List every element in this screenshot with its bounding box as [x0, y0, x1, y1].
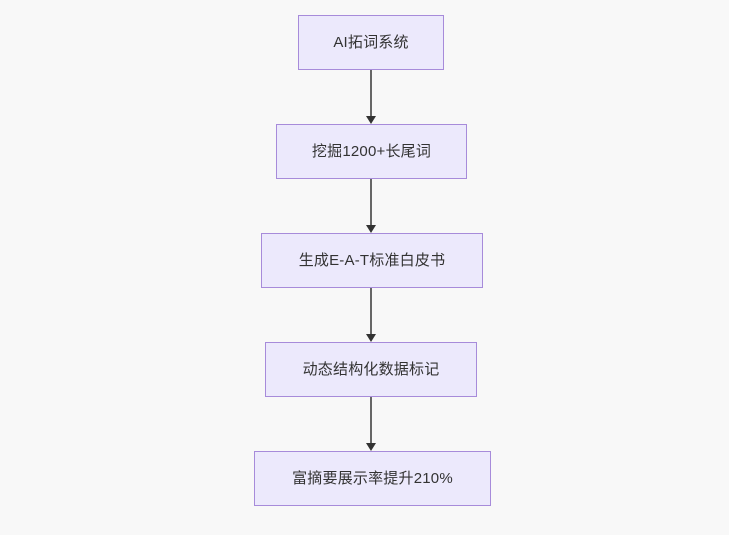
connector-n4-n5 [364, 397, 378, 451]
flow-node-ai-keyword-system[interactable]: AI拓词系统 [298, 15, 444, 70]
flow-node-eat-whitepaper[interactable]: 生成E-A-T标准白皮书 [261, 233, 483, 288]
flow-node-label: 富摘要展示率提升210% [292, 469, 453, 487]
flow-node-label: 挖掘1200+长尾词 [311, 142, 432, 160]
flow-node-label: AI拓词系统 [333, 33, 409, 51]
flow-node-longtail-keywords[interactable]: 挖掘1200+长尾词 [276, 124, 467, 179]
connector-n1-n2 [364, 70, 378, 124]
connector-n2-n3 [364, 179, 378, 233]
flow-node-structured-data-markup[interactable]: 动态结构化数据标记 [265, 342, 477, 397]
flow-node-rich-snippet-result[interactable]: 富摘要展示率提升210% [254, 451, 491, 506]
connector-n3-n4 [364, 288, 378, 342]
flow-node-label: 动态结构化数据标记 [302, 360, 440, 378]
flow-node-label: 生成E-A-T标准白皮书 [298, 251, 446, 269]
